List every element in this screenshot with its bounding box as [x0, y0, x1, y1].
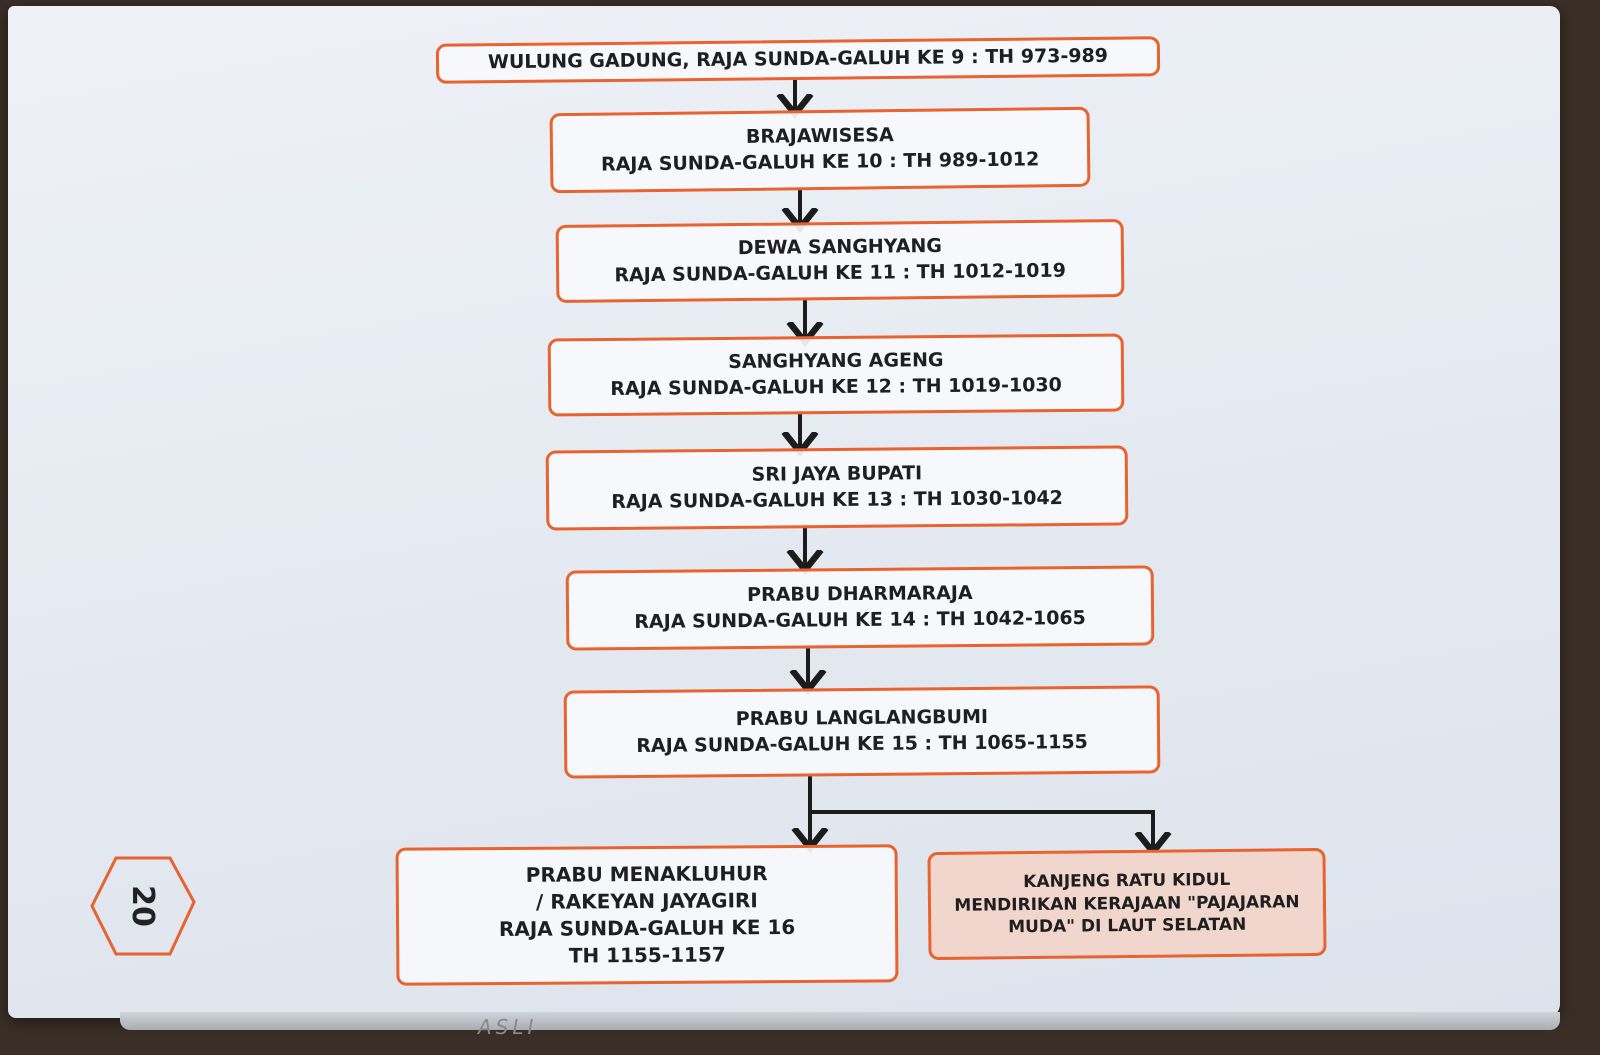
node-line: PRABU LANGLANGBUMI [735, 706, 989, 731]
page-number-badge [90, 856, 196, 956]
node-wulung-gadung: WULUNG GADUNG, RAJA SUNDA-GALUH KE 9 : T… [435, 36, 1161, 84]
node-line: RAJA SUNDA-GALUH KE 11 : TH 1012-1019 [614, 259, 1066, 287]
node-line: PRABU MENAKLUHUR [525, 861, 768, 887]
node-sanghyang-ageng: SANGHYANG AGENG RAJA SUNDA-GALUH KE 12 :… [547, 333, 1125, 417]
handwritten-note: ASLI [478, 1015, 538, 1039]
node-brajawisesa: BRAJAWISESA RAJA SUNDA-GALUH KE 10 : TH … [549, 106, 1091, 194]
node-line: RAJA SUNDA-GALUH KE 10 : TH 989-1012 [600, 148, 1040, 176]
node-prabu-langlangbumi: PRABU LANGLANGBUMI RAJA SUNDA-GALUH KE 1… [563, 685, 1161, 779]
node-line: RAJA SUNDA-GALUH KE 12 : TH 1019-1030 [610, 374, 1062, 400]
node-dewa-sanghyang: DEWA SANGHYANG RAJA SUNDA-GALUH KE 11 : … [555, 219, 1125, 303]
page-number: 20 [125, 885, 161, 927]
node-line: MUDA" DI LAUT SELATAN [1008, 915, 1247, 938]
node-line: TH 1155-1157 [568, 942, 726, 968]
node-line: RAJA SUNDA-GALUH KE 15 : TH 1065-1155 [636, 731, 1088, 757]
node-line: RAJA SUNDA-GALUH KE 16 [498, 914, 796, 942]
node-line: SANGHYANG AGENG [728, 349, 944, 374]
node-line: PRABU DHARMARAJA [747, 582, 973, 607]
node-line: KANJENG RATU KIDUL [1023, 869, 1231, 892]
node-line: DEWA SANGHYANG [737, 235, 943, 260]
node-prabu-dharmaraja: PRABU DHARMARAJA RAJA SUNDA-GALUH KE 14 … [565, 565, 1155, 651]
node-line: RAJA SUNDA-GALUH KE 13 : TH 1030-1042 [611, 487, 1063, 513]
node-line: BRAJAWISESA [745, 124, 894, 149]
node-prabu-menakluhur: PRABU MENAKLUHUR / RAKEYAN JAYAGIRI RAJA… [395, 844, 899, 986]
node-line: RAJA SUNDA-GALUH KE 14 : TH 1042-1065 [634, 607, 1086, 633]
node-line: SRI JAYA BUPATI [751, 462, 923, 487]
node-sri-jaya-bupati: SRI JAYA BUPATI RAJA SUNDA-GALUH KE 13 :… [545, 445, 1129, 531]
node-kanjeng-ratu-kidul: KANJENG RATU KIDUL MENDIRIKAN KERAJAAN "… [927, 847, 1327, 961]
node-line: / RAKEYAN JAYAGIRI [535, 888, 758, 914]
node-line: WULUNG GADUNG, RAJA SUNDA-GALUH KE 9 : T… [487, 44, 1109, 74]
node-line: MENDIRIKAN KERAJAAN "PAJAJARAN [954, 891, 1300, 916]
page-stack-edge [120, 1012, 1560, 1030]
